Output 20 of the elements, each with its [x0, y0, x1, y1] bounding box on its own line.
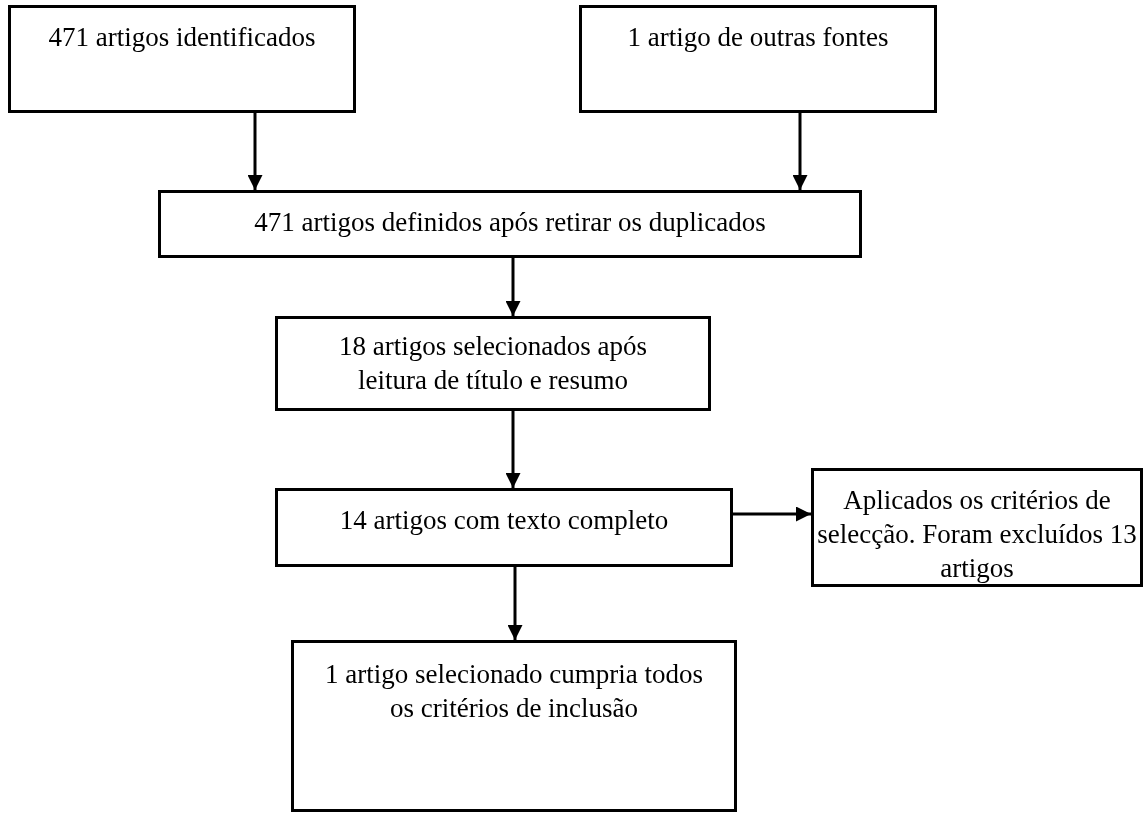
process-box [275, 316, 711, 411]
box-text: 1 artigo de outras fontes [627, 21, 889, 54]
box-text: Aplicados os critérios de selecção. Foram excluídos 13 artigos [817, 484, 1137, 585]
box-text: 14 artigos com texto completo [339, 504, 669, 537]
process-box [275, 488, 733, 567]
box-text: 1 artigo selecionado cumpria todos os critérios de inclusão [324, 658, 704, 725]
arrow [507, 567, 523, 640]
arrow [733, 506, 811, 522]
arrow [505, 411, 521, 488]
process-box [579, 5, 937, 113]
arrow [792, 113, 808, 190]
box-text: 18 artigos selecionados após leitura de título e resumo [337, 330, 649, 397]
process-box [158, 190, 862, 258]
process-box [291, 640, 737, 812]
arrow [505, 258, 521, 316]
process-box [811, 468, 1143, 587]
arrow [247, 113, 263, 190]
box-text: 471 artigos identificados [48, 21, 316, 54]
process-box [8, 5, 356, 113]
box-text: 471 artigos definidos após retirar os duplicados [254, 206, 766, 239]
